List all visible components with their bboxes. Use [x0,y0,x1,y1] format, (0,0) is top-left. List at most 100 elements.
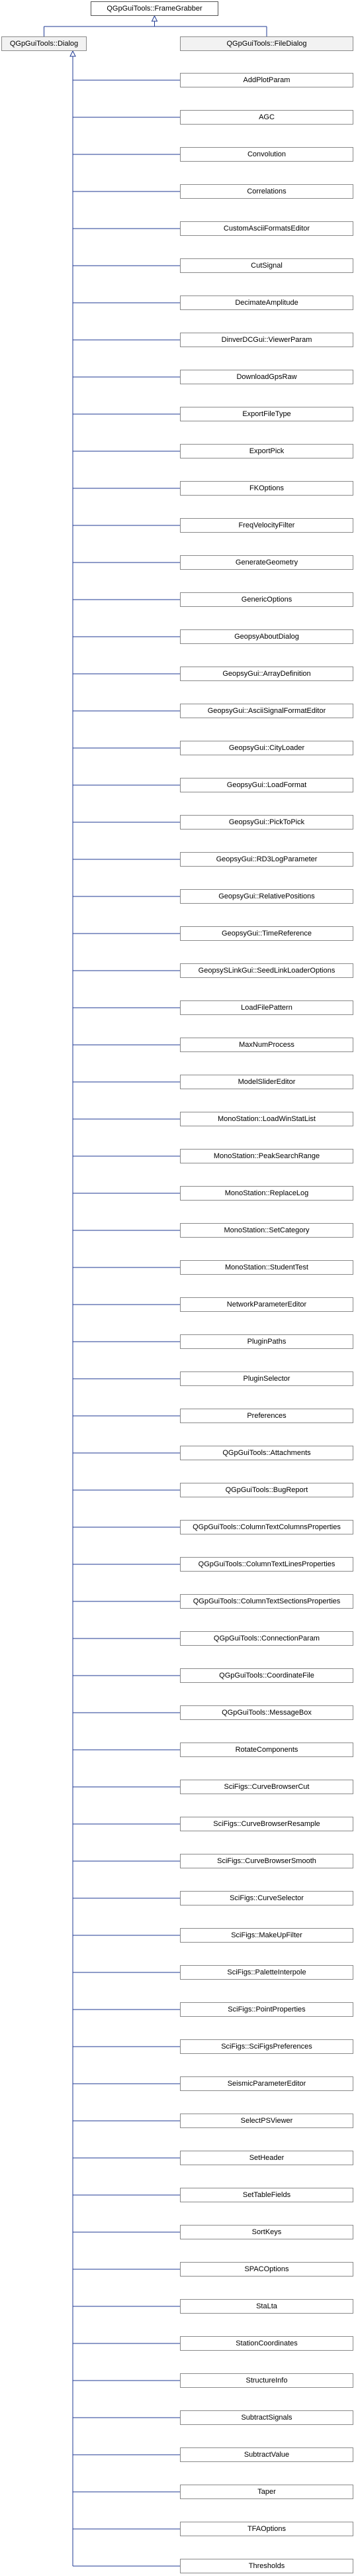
class-node[interactable]: MonoStation::SetCategory [180,1223,353,1238]
class-node[interactable]: SelectPSViewer [180,2114,353,2128]
class-node[interactable]: SeismicParameterEditor [180,2076,353,2091]
class-label: SubtractSignals [241,2414,292,2422]
class-node[interactable]: QGpGuiTools::ColumnTextSectionsPropertie… [180,1594,353,1609]
class-node[interactable]: TFAOptions [180,2522,353,2536]
class-node-dialog[interactable]: QGpGuiTools::Dialog [1,36,87,51]
class-node[interactable]: PluginPaths [180,1334,353,1349]
class-node[interactable]: GenerateGeometry [180,555,353,570]
class-node[interactable]: QGpGuiTools::MessageBox [180,1705,353,1720]
class-node[interactable]: FreqVelocityFilter [180,518,353,533]
class-label: PluginPaths [247,1338,287,1346]
class-node[interactable]: SciFigs::MakeUpFilter [180,1928,353,1943]
class-node[interactable]: SciFigs::CurveBrowserResample [180,1817,353,1831]
class-node[interactable]: SubtractValue [180,2447,353,2462]
class-node[interactable]: MonoStation::LoadWinStatList [180,1112,353,1126]
class-node[interactable]: GenericOptions [180,592,353,607]
class-node[interactable]: FKOptions [180,481,353,496]
class-label: RotateComponents [235,1746,298,1754]
class-node[interactable]: PluginSelector [180,1371,353,1386]
class-label: MonoStation::LoadWinStatList [218,1115,316,1123]
class-label: QGpGuiTools::Attachments [222,1449,311,1457]
class-node[interactable]: RotateComponents [180,1743,353,1757]
class-node[interactable]: MonoStation::StudentTest [180,1260,353,1275]
class-node[interactable]: QGpGuiTools::Attachments [180,1446,353,1460]
class-label: Taper [257,2488,276,2496]
class-label: TFAOptions [247,2525,287,2533]
class-node[interactable]: StationCoordinates [180,2336,353,2351]
class-label: GeopsyGui::PickToPick [228,818,305,826]
class-node[interactable]: Correlations [180,184,353,199]
class-node[interactable]: MonoStation::ReplaceLog [180,1186,353,1201]
class-node[interactable]: SciFigs::CurveBrowserSmooth [180,1854,353,1868]
class-label: CustomAsciiFormatsEditor [223,225,310,233]
class-node[interactable]: QGpGuiTools::ColumnTextColumnsProperties [180,1520,353,1534]
class-label: GenericOptions [241,596,292,604]
class-label: GeopsySLinkGui::SeedLinkLoaderOptions [198,967,335,975]
class-node[interactable]: LoadFilePattern [180,1000,353,1015]
class-node[interactable]: ModelSliderEditor [180,1075,353,1089]
class-node[interactable]: GeopsyGui::ArrayDefinition [180,667,353,681]
class-node[interactable]: CutSignal [180,258,353,273]
class-node[interactable]: DecimateAmplitude [180,295,353,310]
class-label: GeopsyGui::AsciiSignalFormatEditor [207,707,326,715]
class-node[interactable]: GeopsyGui::CityLoader [180,741,353,755]
class-node[interactable]: GeopsyGui::RD3LogParameter [180,852,353,867]
class-label: ExportFileType [242,410,291,418]
class-node[interactable]: GeopsyGui::PickToPick [180,815,353,830]
class-node[interactable]: DownloadGpsRaw [180,370,353,384]
class-node[interactable]: SPACOptions [180,2262,353,2277]
class-label: SubtractValue [244,2451,290,2459]
class-node[interactable]: GeopsyGui::RelativePositions [180,889,353,904]
class-label: SciFigs::PaletteInterpole [227,1968,306,1976]
class-node[interactable]: GeopsyGui::TimeReference [180,926,353,941]
class-label: QGpGuiTools::MessageBox [222,1709,312,1717]
class-node[interactable]: DinverDCGui::ViewerParam [180,333,353,347]
class-node[interactable]: SciFigs::PaletteInterpole [180,1965,353,1980]
class-node[interactable]: QGpGuiTools::CoordinateFile [180,1668,353,1683]
class-node[interactable]: StaLta [180,2299,353,2314]
class-node[interactable]: SubtractSignals [180,2410,353,2425]
class-label: QGpGuiTools::ColumnTextLinesProperties [198,1560,335,1568]
class-node[interactable]: SciFigs::CurveBrowserCut [180,1780,353,1794]
class-node[interactable]: SciFigs::CurveSelector [180,1891,353,1905]
class-node[interactable]: Convolution [180,147,353,162]
class-node-file-dialog[interactable]: QGpGuiTools::FileDialog [180,36,353,51]
class-node-frame-grabber[interactable]: QGpGuiTools::FrameGrabber [91,1,218,16]
class-node[interactable]: GeopsyAboutDialog [180,629,353,644]
class-label: QGpGuiTools::Dialog [9,40,79,48]
class-node[interactable]: SetHeader [180,2151,353,2165]
class-node[interactable]: CustomAsciiFormatsEditor [180,221,353,236]
class-node[interactable]: SciFigs::PointProperties [180,2002,353,2017]
class-node[interactable]: QGpGuiTools::ConnectionParam [180,1631,353,1646]
class-node[interactable]: GeopsyGui::AsciiSignalFormatEditor [180,704,353,718]
class-node[interactable]: SetTableFields [180,2188,353,2202]
class-node[interactable]: SortKeys [180,2225,353,2239]
class-node[interactable]: StructureInfo [180,2373,353,2388]
class-label: LoadFilePattern [241,1004,292,1012]
class-node[interactable]: MonoStation::PeakSearchRange [180,1149,353,1163]
class-node[interactable]: AddPlotParam [180,73,353,87]
class-node[interactable]: GeopsyGui::LoadFormat [180,778,353,792]
class-node[interactable]: QGpGuiTools::BugReport [180,1483,353,1497]
class-node[interactable]: MaxNumProcess [180,1038,353,1052]
class-node[interactable]: SciFigs::SciFigsPreferences [180,2039,353,2054]
class-node[interactable]: QGpGuiTools::ColumnTextLinesProperties [180,1557,353,1572]
class-label: SciFigs::SciFigsPreferences [221,2043,312,2051]
class-node[interactable]: ExportFileType [180,407,353,421]
class-label: QGpGuiTools::ColumnTextSectionsPropertie… [193,1597,341,1605]
class-node[interactable]: Thresholds [180,2559,353,2573]
class-label: AGC [259,113,275,121]
class-label: SeismicParameterEditor [227,2080,306,2088]
class-node[interactable]: GeopsySLinkGui::SeedLinkLoaderOptions [180,963,353,978]
class-node[interactable]: ExportPick [180,444,353,458]
class-label: MonoStation::SetCategory [224,1226,310,1234]
class-label: QGpGuiTools::BugReport [225,1486,308,1494]
class-node[interactable]: NetworkParameterEditor [180,1297,353,1312]
class-node[interactable]: Taper [180,2485,353,2499]
class-label: SciFigs::CurveBrowserSmooth [217,1857,316,1865]
class-node[interactable]: AGC [180,110,353,125]
class-label: PluginSelector [243,1375,290,1383]
class-node[interactable]: Preferences [180,1409,353,1423]
class-label: QGpGuiTools::ConnectionParam [213,1635,320,1642]
